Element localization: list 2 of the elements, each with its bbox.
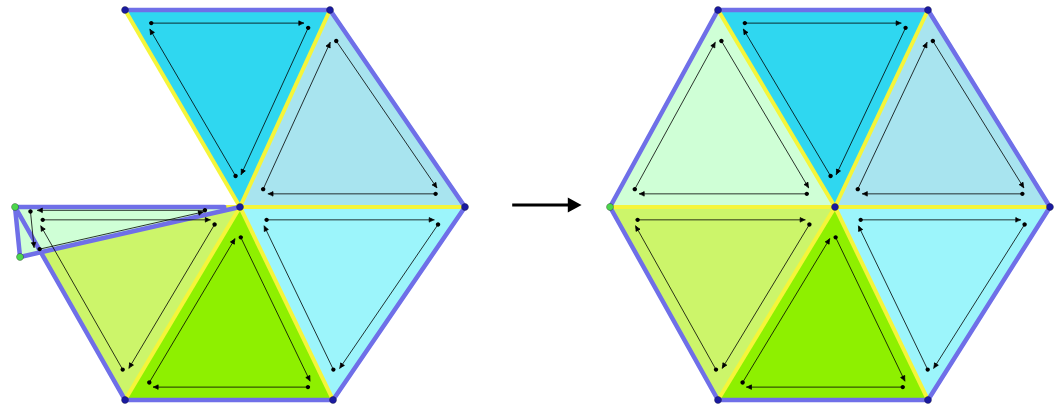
mesh-drawing [11, 6, 469, 404]
mesh-drawing [606, 6, 1054, 404]
